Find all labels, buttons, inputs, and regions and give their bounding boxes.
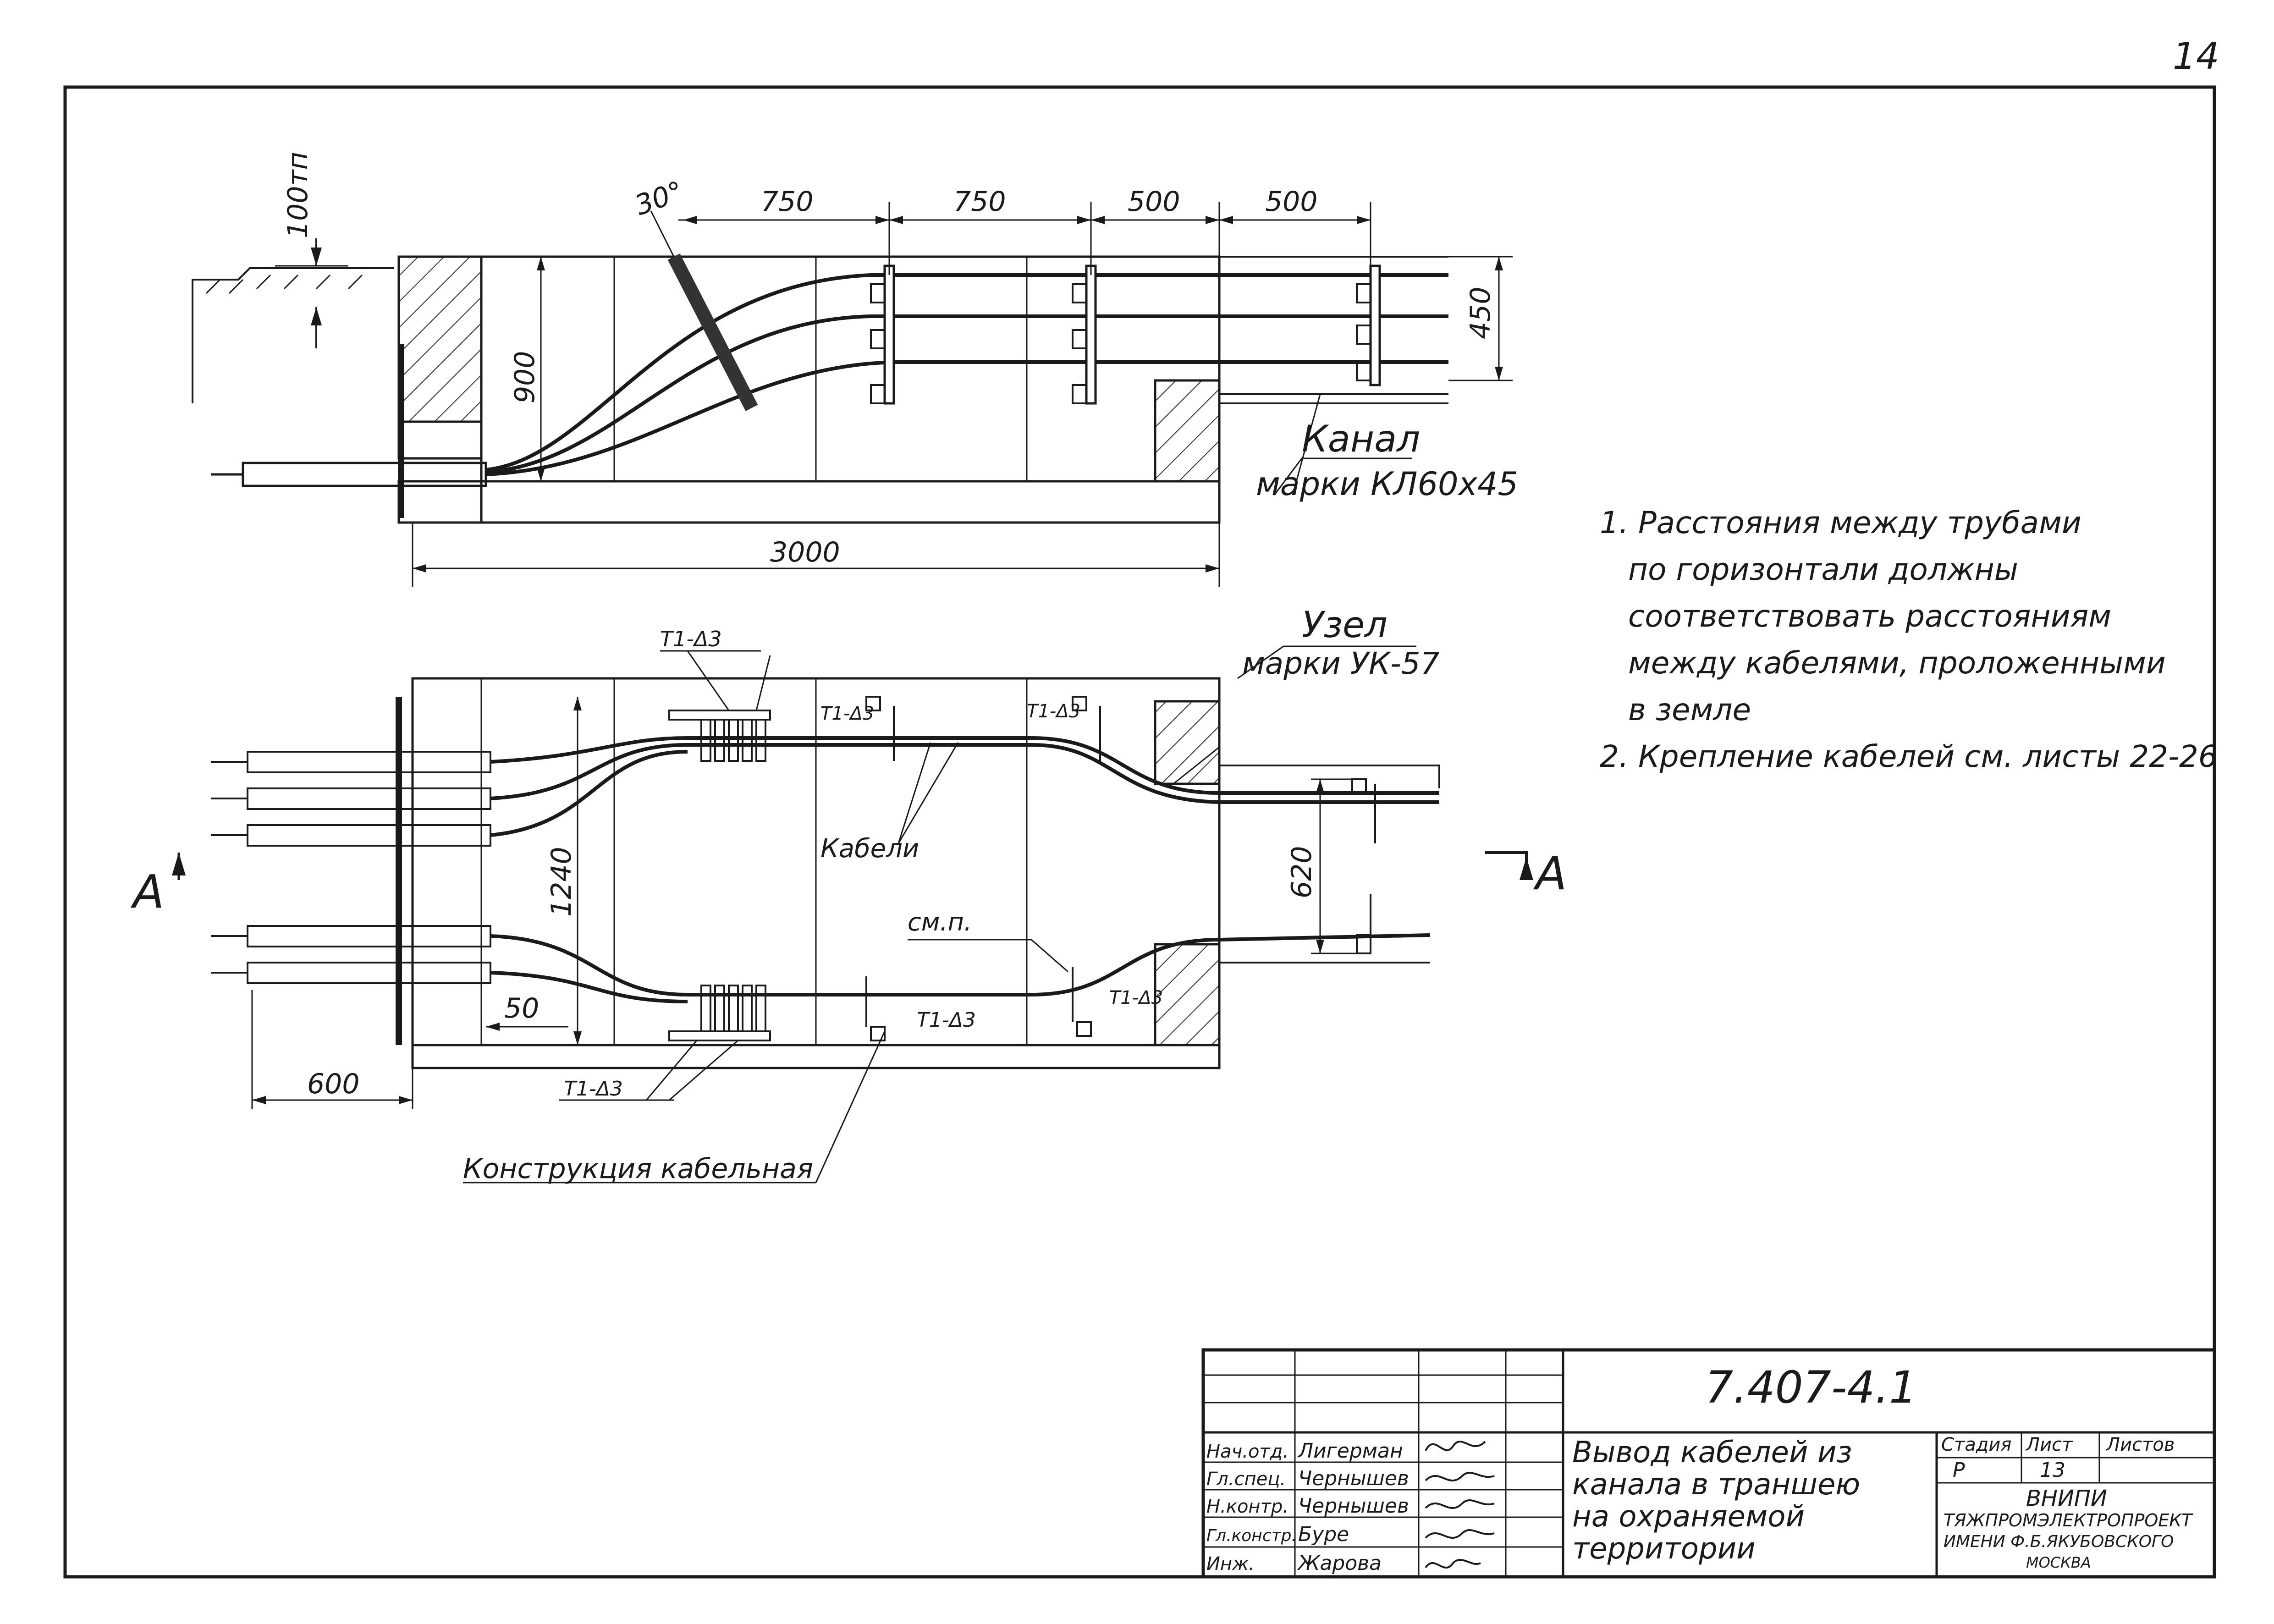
plan-extension — [1219, 765, 1440, 963]
org-line-2: ТЯЖПРОМЭЛЕКТРОПРОЕКТ — [1944, 1510, 2193, 1530]
dim-450: 450 — [1465, 286, 1497, 339]
drawing-frame — [63, 85, 2216, 1579]
note-1-line-1: 1. Расстояния между трубами — [1600, 505, 2081, 540]
rack-1 — [883, 264, 895, 405]
stage-value: Р — [1953, 1459, 1965, 1482]
sheet-header: Лист — [2025, 1434, 2073, 1455]
plan-cable-3 — [490, 750, 688, 837]
node-hatch-top — [1154, 700, 1221, 785]
node-hatch-bottom — [1154, 943, 1221, 1046]
extension-channel — [1219, 256, 1448, 404]
dim-50: 50 — [504, 992, 539, 1024]
t1-d3-right: Т1-Δ3 — [1027, 701, 1080, 722]
org-line-1: ВНИПИ — [2026, 1486, 2107, 1511]
dim-750-b: 750 — [953, 186, 1006, 218]
note-1-line-2: по горизонтали должны — [1628, 552, 2018, 587]
drawing-code: 7.407-4.1 — [1705, 1362, 1917, 1413]
callout-texts: Канал марки КЛ60х45 Узел марки УК-57 Каб… — [130, 418, 1567, 1185]
title-line-2: канала в траншею — [1572, 1468, 1860, 1502]
name-2: Чернышев — [1298, 1467, 1409, 1490]
ground-surface — [192, 267, 394, 403]
dim-620: 620 — [1286, 846, 1318, 898]
plan-cable-2 — [490, 743, 1439, 804]
t1-d3-bottom: Т1-Δ3 — [564, 1077, 623, 1101]
signatures — [1425, 1441, 1495, 1569]
role-3: Н.контр. — [1206, 1496, 1288, 1517]
plan-supports-top — [668, 696, 1376, 1041]
name-1: Лигерман — [1297, 1439, 1403, 1463]
rack-3 — [1369, 264, 1381, 386]
org-line-3: ИМЕНИ Ф.Б.ЯКУБОВСКОГО — [1944, 1532, 2174, 1551]
channel-title: Канал — [1302, 418, 1420, 460]
t1-d3-lowright: Т1-Δ3 — [1109, 987, 1163, 1008]
plan-view — [172, 645, 1533, 1184]
sheet-value: 13 — [2040, 1459, 2065, 1482]
channel-wall — [397, 255, 483, 423]
note-1-line-5: в земле — [1628, 692, 1751, 727]
dim-600: 600 — [307, 1068, 360, 1100]
cable-upper — [485, 273, 1448, 472]
t1-d3-top: Т1-Δ3 — [660, 627, 722, 651]
stage-header: Стадия — [1941, 1434, 2011, 1455]
dimension-texts: 100тп 30° 750 750 500 500 450 900 3000 1… — [282, 152, 1497, 1100]
sheets-header: Листов — [2105, 1434, 2175, 1455]
dim-1240: 1240 — [545, 847, 578, 917]
dim-500-a: 500 — [1128, 186, 1180, 218]
section-view — [192, 202, 1513, 587]
title-block — [1201, 1348, 2216, 1579]
plan-cable-5 — [490, 971, 688, 1003]
name-3: Чернышев — [1298, 1494, 1409, 1518]
inclined-support — [667, 253, 758, 411]
dim-3000: 3000 — [770, 536, 840, 568]
ground-hatch — [205, 274, 363, 294]
section-a-left: А — [130, 865, 164, 919]
title-line-1: Вывод кабелей из — [1572, 1436, 1852, 1470]
node-title: Узел — [1302, 605, 1388, 646]
rack-brackets — [870, 283, 1371, 404]
page-number: 14 — [2173, 35, 2219, 77]
channel-mark: марки КЛ60х45 — [1256, 465, 1518, 503]
dim-900: 900 — [509, 351, 541, 403]
channel-end-block — [1154, 379, 1221, 483]
org-line-4: МОСКВА — [2026, 1554, 2091, 1571]
channel-floor — [397, 480, 1221, 524]
construction-label: Конструкция кабельная — [463, 1153, 813, 1185]
role-5: Инж. — [1206, 1553, 1255, 1574]
channel-body — [480, 255, 1221, 483]
section-a-right: А — [1533, 847, 1567, 900]
plan-cable-4 — [490, 933, 1431, 996]
node-mark: марки УК-57 — [1242, 646, 1440, 681]
wall-foot — [397, 420, 483, 460]
name-5: Жарова — [1297, 1552, 1382, 1575]
role-4: Гл.констр. — [1206, 1526, 1297, 1545]
dim-500-b: 500 — [1265, 186, 1318, 218]
role-2: Гл.спец. — [1206, 1469, 1286, 1490]
notes: 1. Расстояния между трубами по горизонта… — [1600, 500, 2251, 780]
dim-100tp: 100тп — [282, 152, 314, 238]
dim-angle: 30° — [631, 175, 688, 222]
node-floor — [411, 1044, 1221, 1069]
t1-d3-lowmid: Т1-Δ3 — [917, 1008, 976, 1032]
name-4: Буре — [1298, 1523, 1349, 1546]
cable-lower — [485, 360, 1448, 476]
plan-pipes — [211, 751, 491, 984]
t1-d3-mid: Т1-Δ3 — [820, 703, 874, 724]
see-p-label: см.п. — [908, 908, 972, 936]
dim-750-a: 750 — [761, 186, 814, 218]
title-line-4: территории — [1572, 1532, 1756, 1566]
note-1-line-3: соответствовать расстояниям — [1628, 599, 2112, 634]
title-block-texts: 7.407-4.1 Вывод кабелей из канала в тран… — [1206, 1362, 2193, 1575]
title-line-3: на охраняемой — [1572, 1500, 1805, 1534]
note-2-line-1: 2. Крепление кабелей см. листы 22-26 — [1600, 739, 2218, 774]
cables-label: Кабели — [820, 834, 919, 864]
rack-2 — [1085, 264, 1097, 405]
role-1: Нач.отд. — [1206, 1441, 1288, 1462]
note-1-line-4: между кабелями, проложенными — [1628, 645, 2166, 681]
